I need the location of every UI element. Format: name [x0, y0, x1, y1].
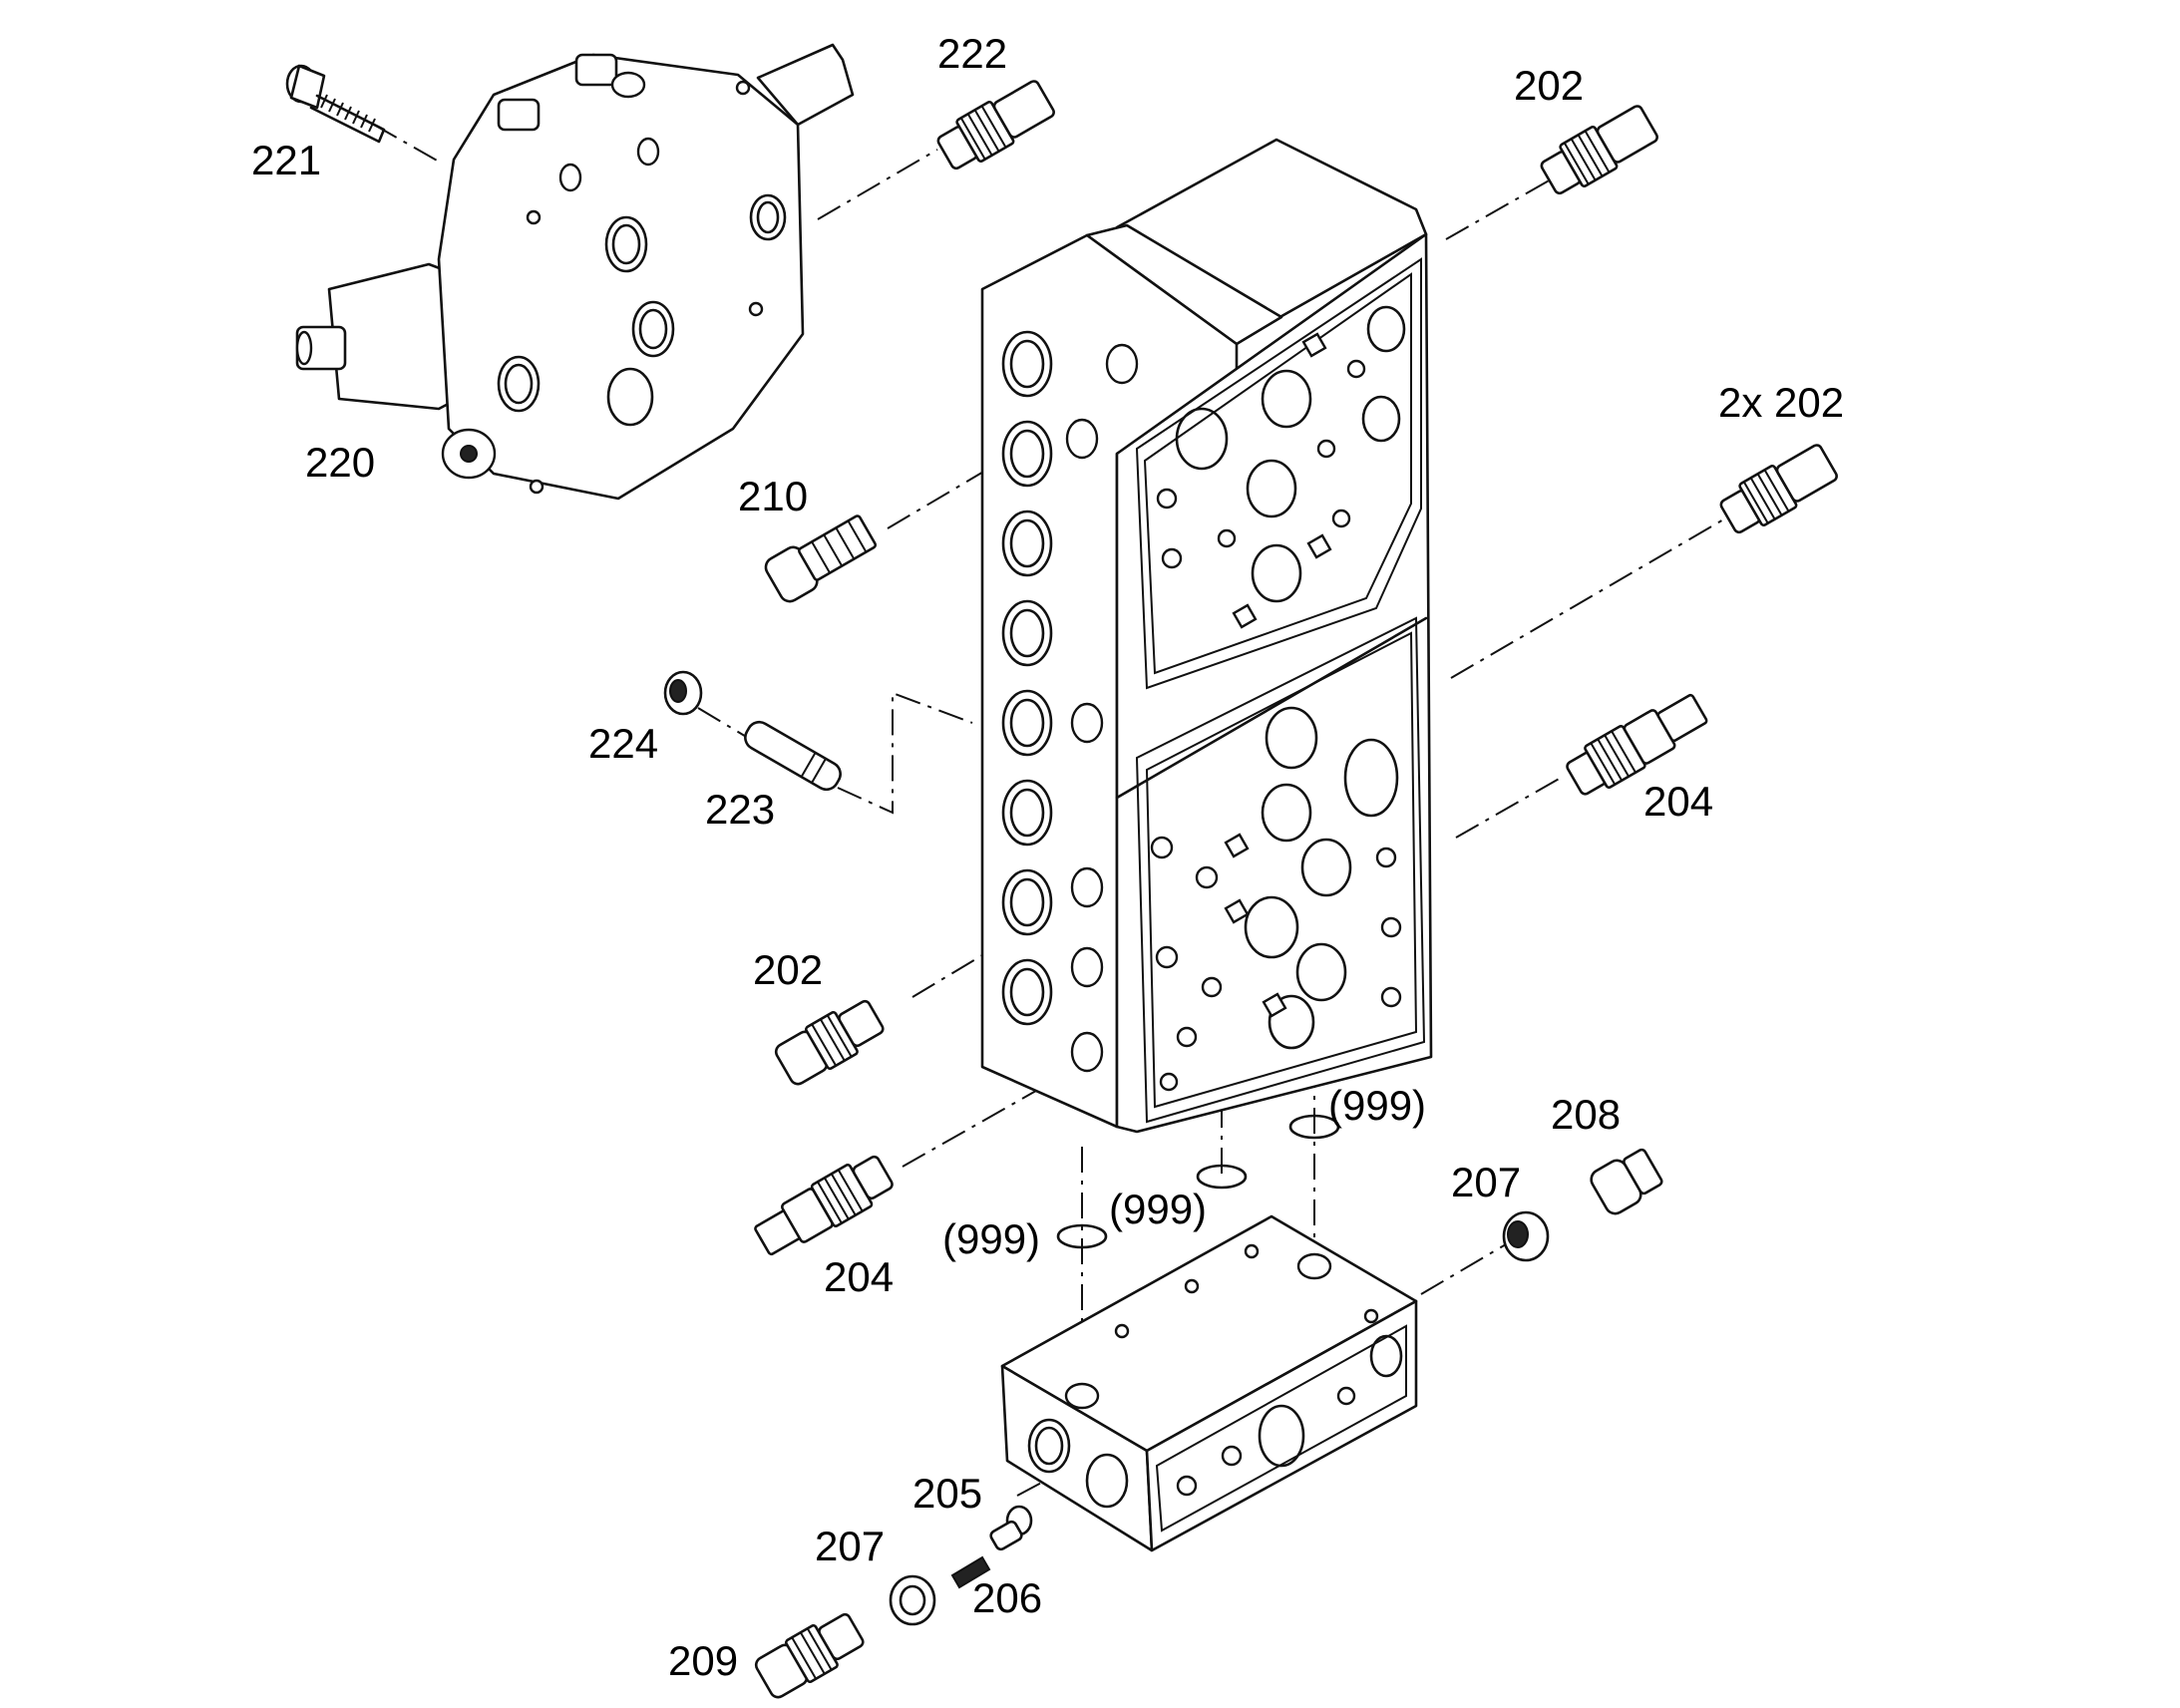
- callout-209: 209: [668, 1637, 738, 1684]
- valve-204-left: [754, 1155, 894, 1256]
- callout-202-top: 202: [1514, 62, 1584, 109]
- pin-223: [744, 720, 842, 792]
- valve-210: [764, 514, 878, 603]
- plug-224: [663, 670, 703, 716]
- plug-208: [1590, 1148, 1663, 1215]
- plunger-205: [989, 1505, 1033, 1551]
- screw-221: [285, 64, 386, 144]
- valve-202-left: [774, 999, 885, 1086]
- spring-206: [950, 1555, 991, 1589]
- callout-210: 210: [738, 473, 808, 519]
- callout-206: 206: [972, 1574, 1042, 1621]
- callout-202-left: 202: [753, 946, 823, 993]
- callout-205: 205: [912, 1470, 982, 1517]
- callout-208: 208: [1551, 1091, 1621, 1138]
- end-cover-220: [295, 43, 855, 501]
- callout-220: 220: [305, 439, 375, 486]
- callout-224: 224: [588, 720, 658, 767]
- callout-999-b: (999): [1109, 1186, 1207, 1232]
- callout-999-c: (999): [1328, 1082, 1426, 1129]
- callout-223: 223: [705, 786, 775, 833]
- main-valve-block: [980, 138, 1433, 1134]
- valve-204-right: [1566, 693, 1708, 796]
- callout-222: 222: [937, 30, 1007, 77]
- callout-207-right: 207: [1451, 1159, 1521, 1205]
- valve-209: [754, 1612, 865, 1699]
- callout-207-left: 207: [815, 1523, 885, 1569]
- o-rings-999: [1056, 1114, 1340, 1249]
- plug-207-left: [889, 1574, 936, 1626]
- valve-202-pair: [1719, 444, 1838, 534]
- callout-2x-202: 2x 202: [1718, 379, 1844, 426]
- callout-204-left: 204: [824, 1253, 894, 1300]
- valve-222: [936, 80, 1055, 171]
- callout-999-a: (999): [942, 1215, 1040, 1262]
- inlet-block: [1000, 1214, 1418, 1552]
- callout-204-right: 204: [1643, 778, 1713, 825]
- plug-207-right: [1502, 1210, 1550, 1262]
- valve-202-top: [1540, 105, 1658, 195]
- callout-221: 221: [251, 137, 321, 183]
